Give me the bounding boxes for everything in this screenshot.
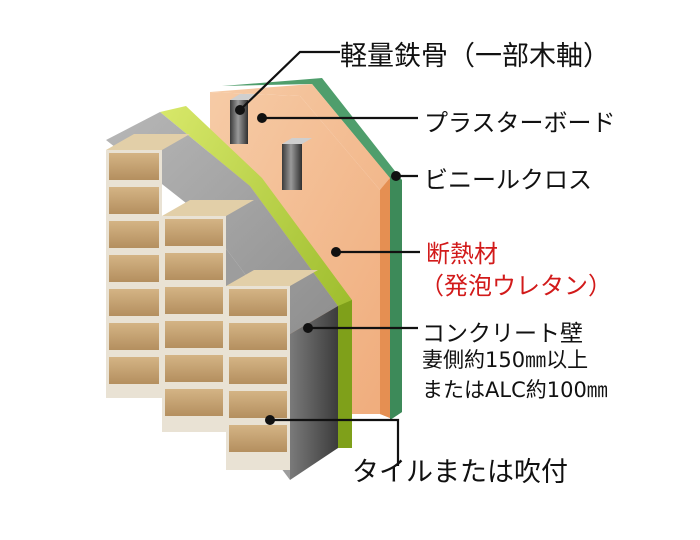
tile-face bbox=[106, 134, 318, 470]
label-insulation: 断熱材 bbox=[426, 240, 498, 268]
tile-brick bbox=[109, 255, 159, 282]
tile-brick bbox=[229, 357, 287, 384]
steel-stud bbox=[282, 138, 312, 190]
vinyl-cloth-layer bbox=[222, 78, 402, 420]
tile-brick bbox=[229, 391, 287, 418]
tile-brick bbox=[109, 357, 159, 384]
tile-brick bbox=[109, 323, 159, 350]
tile-brick bbox=[165, 219, 223, 246]
tile-brick bbox=[229, 289, 287, 316]
label-concrete-wall: コンクリート壁 bbox=[422, 321, 583, 347]
tile-brick bbox=[165, 287, 223, 314]
tile-brick bbox=[109, 187, 159, 214]
tile-brick bbox=[165, 253, 223, 280]
tile-cap bbox=[162, 200, 254, 216]
label-insulation-detail: （発泡ウレタン） bbox=[420, 272, 612, 300]
tile-brick bbox=[165, 321, 223, 348]
tile-brick bbox=[109, 153, 159, 180]
label-concrete-alc: またはALC約100㎜ bbox=[422, 378, 608, 402]
tile-brick bbox=[165, 389, 223, 416]
label-concrete-gable: 妻側約150㎜以上 bbox=[422, 348, 589, 372]
tile-cap bbox=[226, 270, 318, 286]
label-tile: タイルまたは吹付 bbox=[352, 457, 568, 488]
tile-brick bbox=[109, 221, 159, 248]
insulation-layer bbox=[160, 106, 352, 448]
leader-lines bbox=[239, 50, 420, 466]
tile-brick bbox=[165, 355, 223, 382]
tile-cap bbox=[106, 134, 190, 150]
label-vinyl-cloth: ビニールクロス bbox=[424, 166, 592, 194]
label-plasterboard: プラスターボード bbox=[424, 109, 616, 137]
tile-brick bbox=[229, 425, 287, 452]
tile-brick bbox=[229, 323, 287, 350]
tile-brick bbox=[109, 289, 159, 316]
label-steel-frame: 軽量鉄骨（一部木軸） bbox=[340, 41, 610, 72]
leader-dots bbox=[235, 105, 401, 425]
